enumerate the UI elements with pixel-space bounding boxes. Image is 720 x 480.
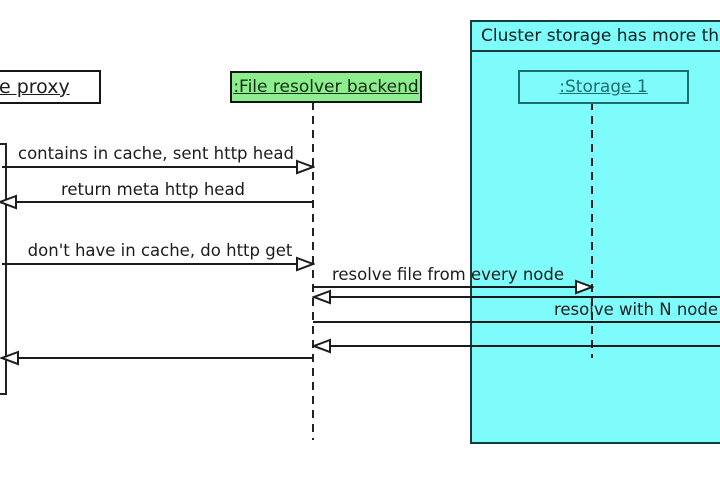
message-line <box>330 345 720 347</box>
storage1-label: :Storage 1 <box>559 77 648 97</box>
proxy-activation-bar <box>0 143 7 395</box>
message-line <box>16 357 313 359</box>
proxy-object-box: e proxy <box>0 70 101 104</box>
cluster-storage-frame: Cluster storage has more tha <box>470 20 720 444</box>
resolver-object-box: :File resolver backend <box>230 71 422 103</box>
message-line <box>2 166 296 168</box>
arrowhead-left-icon <box>312 338 331 354</box>
message-line <box>330 296 720 298</box>
arrowhead-left-icon <box>0 194 17 210</box>
message-line <box>313 286 575 288</box>
message-label: don't have in cache, do http get <box>27 241 293 260</box>
resolver-label: :File resolver backend <box>233 77 419 97</box>
storage1-lifeline <box>591 102 593 358</box>
message-label: contains in cache, sent http head <box>18 144 294 163</box>
message-line <box>313 321 720 323</box>
proxy-label: e proxy <box>0 76 70 98</box>
storage1-object-box: :Storage 1 <box>518 70 689 104</box>
message-label: resolve with N node <box>553 300 718 319</box>
message-label: resolve file from every node <box>331 265 565 284</box>
resolver-lifeline <box>312 102 314 440</box>
message-line <box>16 201 313 203</box>
arrowhead-left-icon <box>312 289 331 305</box>
message-label: return meta http head <box>60 180 246 199</box>
cluster-title: Cluster storage has more tha <box>472 22 720 52</box>
arrowhead-right-icon <box>296 159 315 175</box>
arrowhead-left-icon <box>0 350 19 366</box>
arrowhead-right-icon <box>296 256 315 272</box>
message-line <box>2 263 296 265</box>
arrowhead-right-icon <box>575 279 594 295</box>
